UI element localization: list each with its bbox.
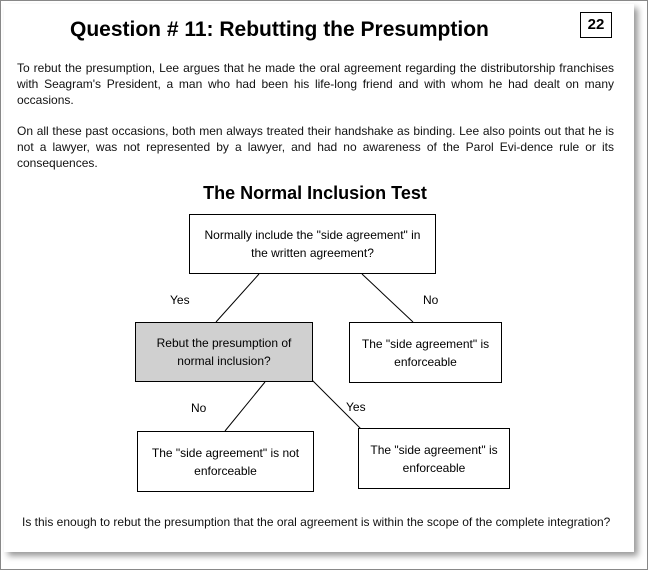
question-box-rebut: Rebut the presumption of normal inclusio… [135,322,313,382]
result-box-enforceable-2: The "side agreement" is enforceable [358,428,510,489]
closing-question: Is this enough to rebut the presumption … [22,515,611,529]
label-no-1: No [423,293,439,307]
result-box-enforceable-1: The "side agreement" is enforceable [349,322,502,383]
question-box-normal-inclusion: Normally include the "side agreement" in… [189,214,436,274]
slide-title: Question # 11: Rebutting the Presumption [70,18,489,41]
diagram-title: The Normal Inclusion Test [203,183,427,203]
label-yes-1: Yes [170,293,190,307]
slide-page [4,4,634,552]
paragraph-2: On all these past occasions, both men al… [17,124,614,170]
label-yes-2: Yes [346,400,366,414]
paragraph-1: To rebut the presumption, Lee argues tha… [17,61,614,107]
label-no-2: No [191,401,207,415]
page-number: 22 [580,12,612,38]
result-box-not-enforceable: The "side agreement" is not enforceable [137,431,314,492]
